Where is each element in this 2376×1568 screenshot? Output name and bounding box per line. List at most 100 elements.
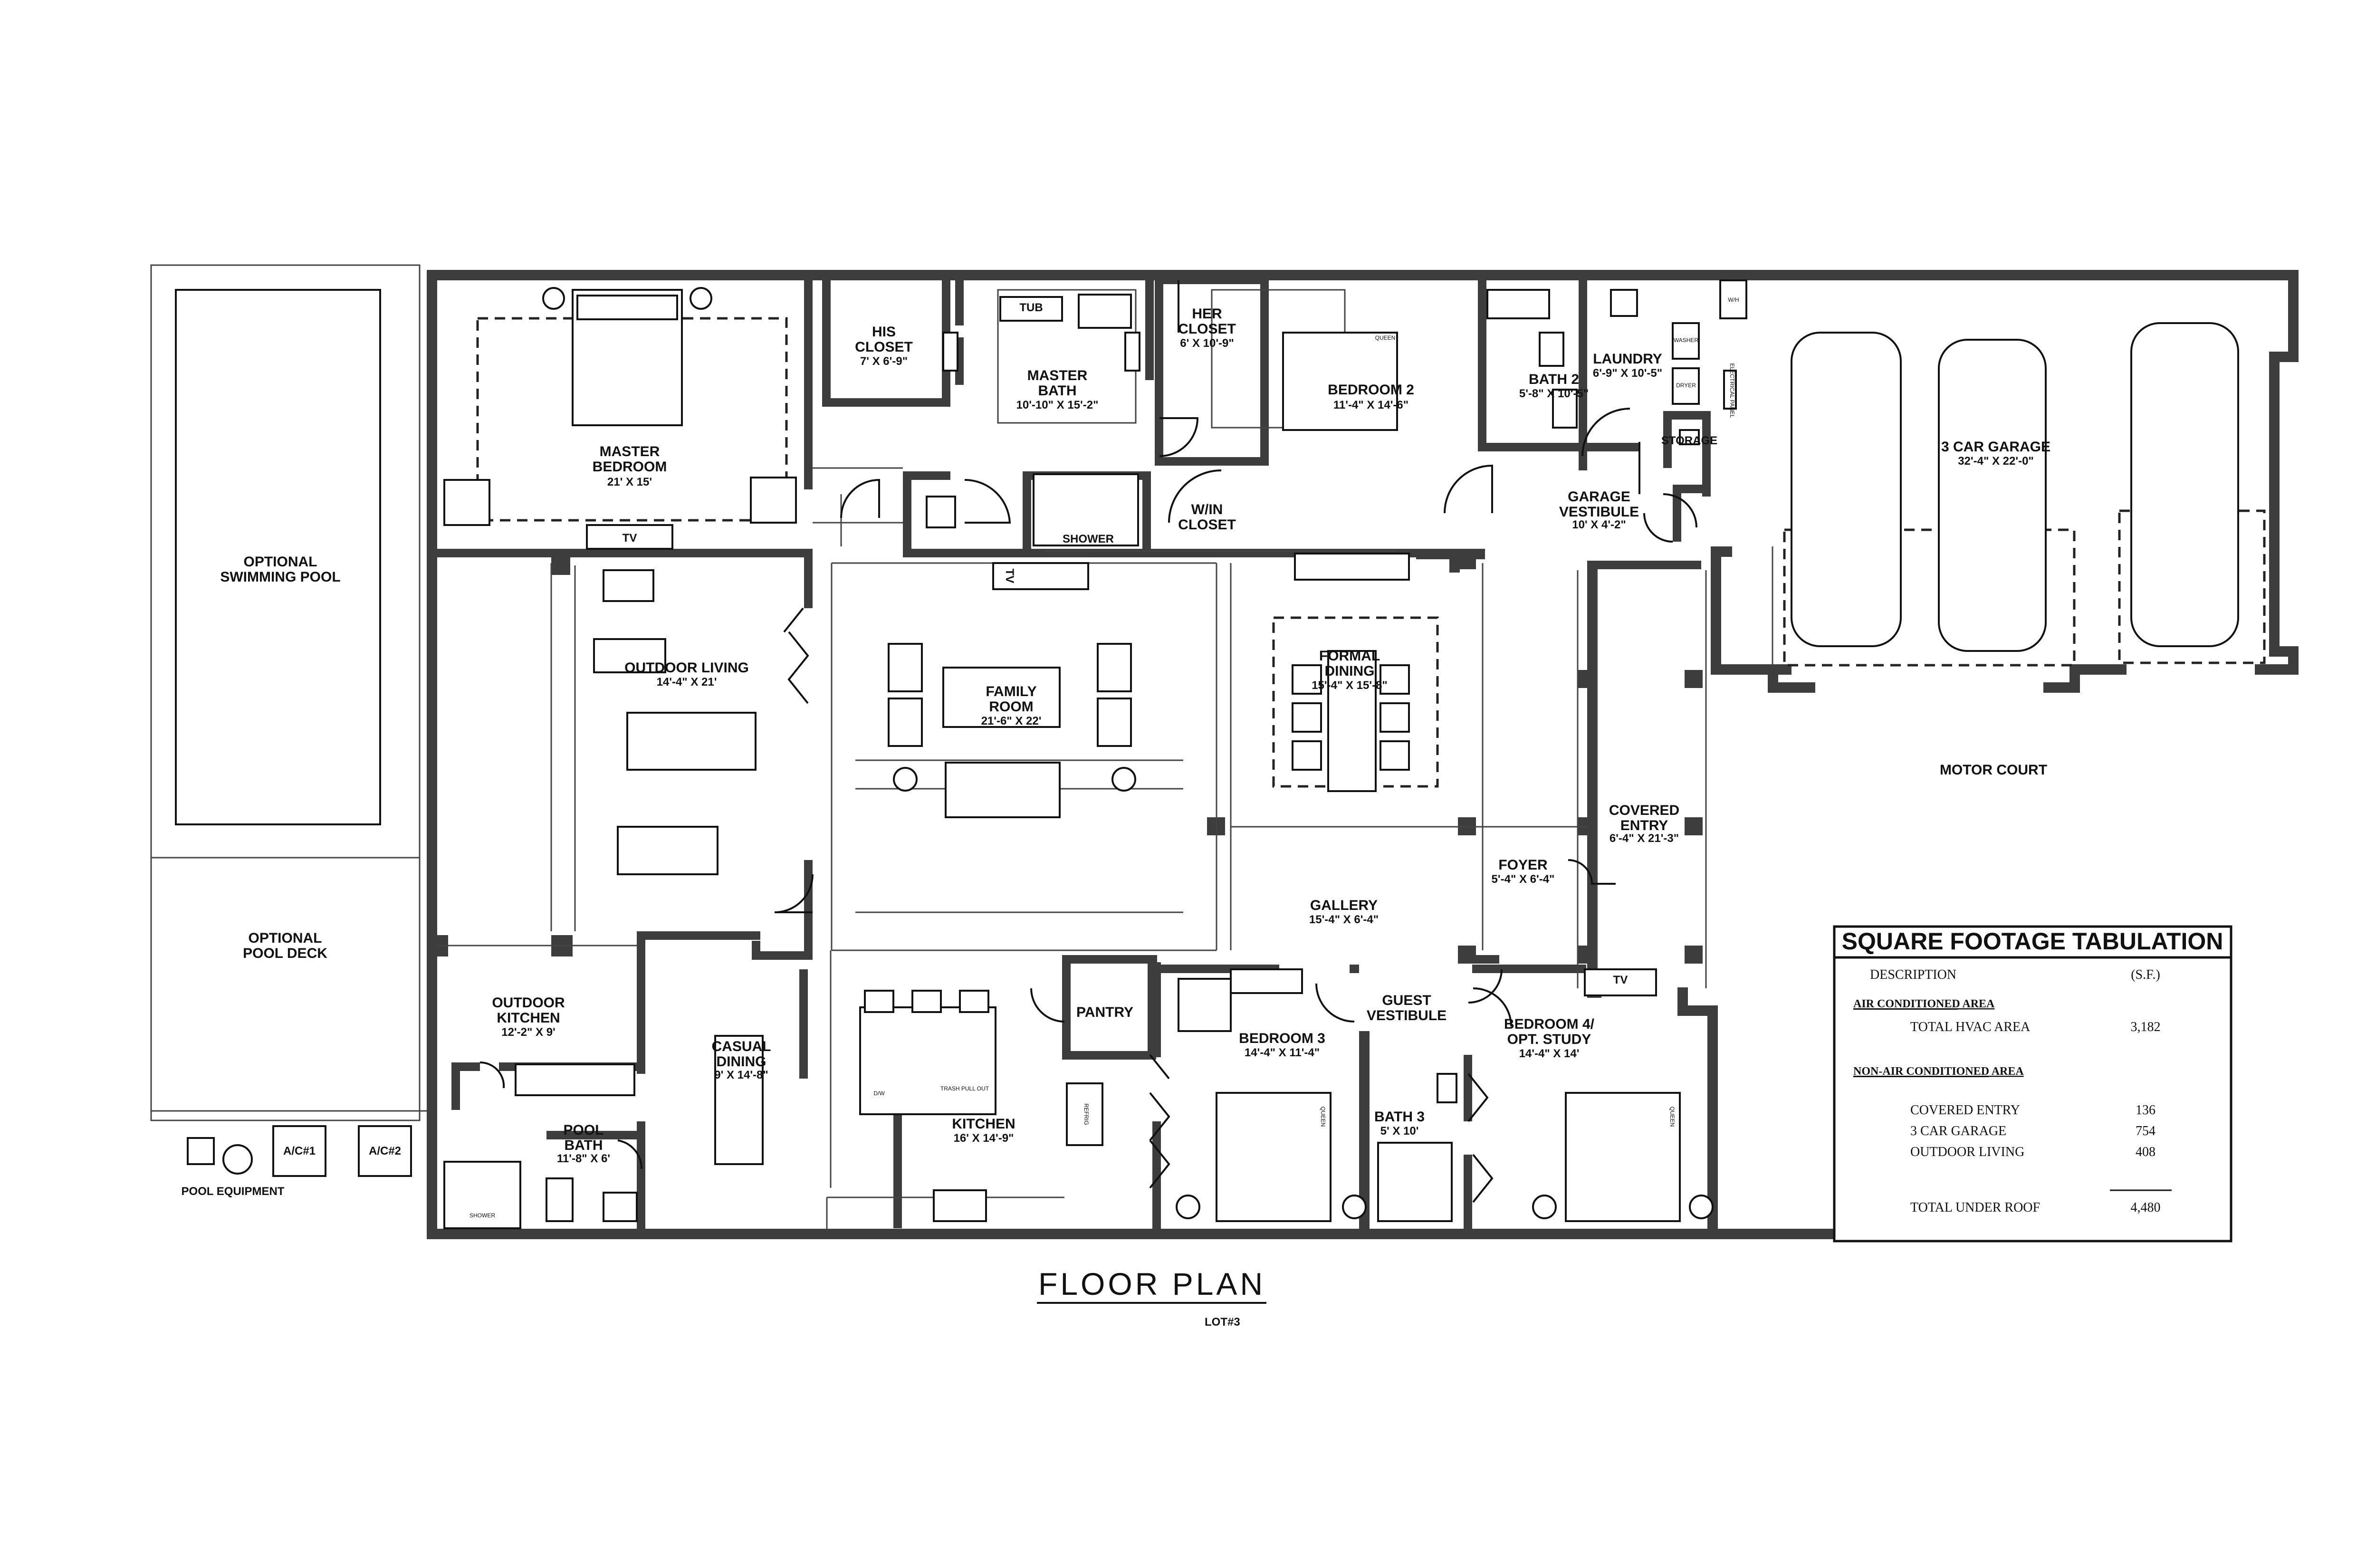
bath-3-label: BATH 3 <box>1374 1109 1425 1125</box>
garage-label: 3 CAR GARAGE <box>1941 439 2050 455</box>
table-row-label: 3 CAR GARAGE <box>1910 1124 2006 1138</box>
table-row-label: COVERED ENTRY <box>1910 1103 2020 1118</box>
casual-dining-dim: 9' X 14'-8" <box>714 1069 768 1081</box>
bedroom-3-bed <box>1216 1092 1332 1222</box>
trash-label: TRASH PULL OUT <box>940 1085 989 1092</box>
plan-title: FLOOR PLAN <box>1038 1266 1265 1301</box>
pool-deck-outline <box>150 264 421 1121</box>
shower-label-pool: SHOWER <box>469 1212 495 1219</box>
formal-dining-label: FORMAL <box>1319 648 1380 664</box>
table-row-value: 136 <box>2136 1103 2156 1118</box>
queen-label-bed4: QUEEN <box>1669 1107 1676 1127</box>
guest-vestibule-label-2: VESTIBULE <box>1367 1008 1447 1023</box>
casual-dining-label: CASUAL <box>712 1039 771 1054</box>
queen-label-bed2: QUEEN <box>1375 335 1396 341</box>
panel-label: ELECTRICAL PANEL <box>1729 363 1735 418</box>
swimming-pool-outline <box>175 289 381 825</box>
pool-bath-label: POOL <box>563 1122 604 1138</box>
pool-equipment-label: POOL EQUIPMENT <box>182 1185 285 1198</box>
washer-label: WASHER <box>1674 337 1699 344</box>
family-room-label: FAMILY <box>986 684 1036 699</box>
master-bedroom-dim: 21' X 15' <box>607 476 652 488</box>
covered-entry-label-2: ENTRY <box>1620 818 1668 833</box>
bedroom-4-dim: 14'-4" X 14' <box>1519 1047 1580 1060</box>
car-1 <box>1791 332 1902 647</box>
gallery-label: GALLERY <box>1310 898 1378 913</box>
wic-label-2: CLOSET <box>1178 517 1236 533</box>
table-nac-heading: NON-AIR CONDITIONED AREA <box>1853 1065 2024 1078</box>
table-row-value: 408 <box>2136 1145 2156 1159</box>
garage-vestibule-label: GARAGE <box>1568 489 1630 505</box>
ac2-label: A/C#2 <box>369 1145 401 1157</box>
master-bedroom-label-2: BEDROOM <box>593 459 667 475</box>
plan-subtitle: LOT#3 <box>1205 1316 1240 1329</box>
bedroom-4-label: BEDROOM 4/ <box>1504 1016 1595 1032</box>
optional-pool-label-2: SWIMMING POOL <box>220 569 340 585</box>
table-title: SQUARE FOOTAGE TABULATION <box>1842 928 2223 955</box>
pool-bath-dim: 11'-8" X 6' <box>557 1152 610 1165</box>
bedroom-3-dim: 14'-4" X 11'-4" <box>1245 1046 1320 1059</box>
fixture-labels: TV TV TV TUB SHOWER SHOWER A/C#1 A/C#2 P… <box>182 296 1739 1219</box>
car-2 <box>1938 339 2047 652</box>
refrig-label: REFRIG <box>1083 1103 1090 1125</box>
table-hvac-value: 3,182 <box>2131 1020 2161 1034</box>
outdoor-kitchen-dim: 12'-2" X 9' <box>501 1026 556 1039</box>
queen-label-bed3: QUEEN <box>1320 1107 1326 1127</box>
bedroom-3-label: BEDROOM 3 <box>1239 1031 1325 1046</box>
kitchen-dim: 16' X 14'-9" <box>954 1132 1014 1145</box>
shower-label-master: SHOWER <box>1063 533 1114 545</box>
her-closet-dim: 6' X 10'-9" <box>1180 337 1234 350</box>
bedroom-4-label-2: OPT. STUDY <box>1507 1032 1591 1047</box>
pantry-label: PANTRY <box>1076 1004 1133 1020</box>
outdoor-kitchen-label-2: KITCHEN <box>497 1010 560 1026</box>
tub-label: TUB <box>1019 301 1043 314</box>
room-labels: MASTER BEDROOM 21' X 15' HIS CLOSET 7' X… <box>220 306 2050 1165</box>
covered-entry-label: COVERED <box>1609 803 1679 818</box>
ac1-label: A/C#1 <box>283 1145 316 1157</box>
garage-vestibule-label-2: VESTIBULE <box>1559 504 1639 520</box>
bath-2-label: BATH 2 <box>1529 372 1579 387</box>
kitchen-island <box>859 1006 996 1115</box>
optional-deck-label-2: POOL DECK <box>243 946 327 961</box>
outdoor-kitchen-label: OUTDOOR <box>492 995 565 1011</box>
master-bedroom-label: MASTER <box>600 444 660 459</box>
bath-3-dim: 5' X 10' <box>1380 1125 1419 1138</box>
his-closet-label: HIS <box>872 324 896 340</box>
outdoor-living-label: OUTDOOR LIVING <box>624 660 749 676</box>
table-hvac-label: TOTAL HVAC AREA <box>1910 1020 2031 1034</box>
master-bath-label: MASTER <box>1027 368 1088 383</box>
motor-court-label: MOTOR COURT <box>1940 762 2047 778</box>
foyer-label: FOYER <box>1498 857 1548 873</box>
bedroom-2-dim: 11'-4" X 14'-6" <box>1333 399 1408 411</box>
wic-label: W/IN <box>1191 502 1223 517</box>
bath-2-dim: 5'-8" X 10'-5" <box>1519 387 1589 400</box>
optional-pool-label: OPTIONAL <box>244 554 317 570</box>
pool-area <box>150 264 429 1121</box>
table-row-value: 754 <box>2136 1124 2156 1138</box>
dryer-label: DRYER <box>1676 382 1696 389</box>
table-total-label: TOTAL UNDER ROOF <box>1910 1200 2040 1215</box>
formal-dining-dim: 15'-4" X 15'-8" <box>1312 679 1388 692</box>
table-row-label: OUTDOOR LIVING <box>1910 1145 2024 1159</box>
gallery-dim: 15'-4" X 6'-4" <box>1309 913 1379 926</box>
pool-bath-label-2: BATH <box>564 1138 603 1153</box>
tv-label-bedroom-4: TV <box>1613 974 1628 986</box>
table-col-description: DESCRIPTION <box>1870 967 1956 982</box>
his-closet-dim: 7' X 6'-9" <box>860 355 908 368</box>
her-closet-label-2: CLOSET <box>1178 321 1236 337</box>
guest-vestibule-label: GUEST <box>1382 993 1431 1008</box>
table-col-sf: (S.F.) <box>2131 967 2160 982</box>
doors <box>479 280 1697 1203</box>
table-total-value: 4,480 <box>2131 1200 2161 1215</box>
square-footage-table: SQUARE FOOTAGE TABULATION DESCRIPTION (S… <box>1833 925 2232 1243</box>
garage-vestibule-dim: 10' X 4'-2" <box>1572 518 1626 531</box>
foyer-dim: 5'-4" X 6'-4" <box>1492 873 1555 886</box>
table-ac-heading: AIR CONDITIONED AREA <box>1853 998 1995 1010</box>
plan-title-block: FLOOR PLAN LOT#3 <box>1037 1266 1266 1329</box>
bedroom-2-label: BEDROOM 2 <box>1328 382 1414 398</box>
casual-dining-label-2: DINING <box>717 1054 766 1070</box>
tv-label-master: TV <box>623 532 637 545</box>
columns <box>427 551 1703 964</box>
